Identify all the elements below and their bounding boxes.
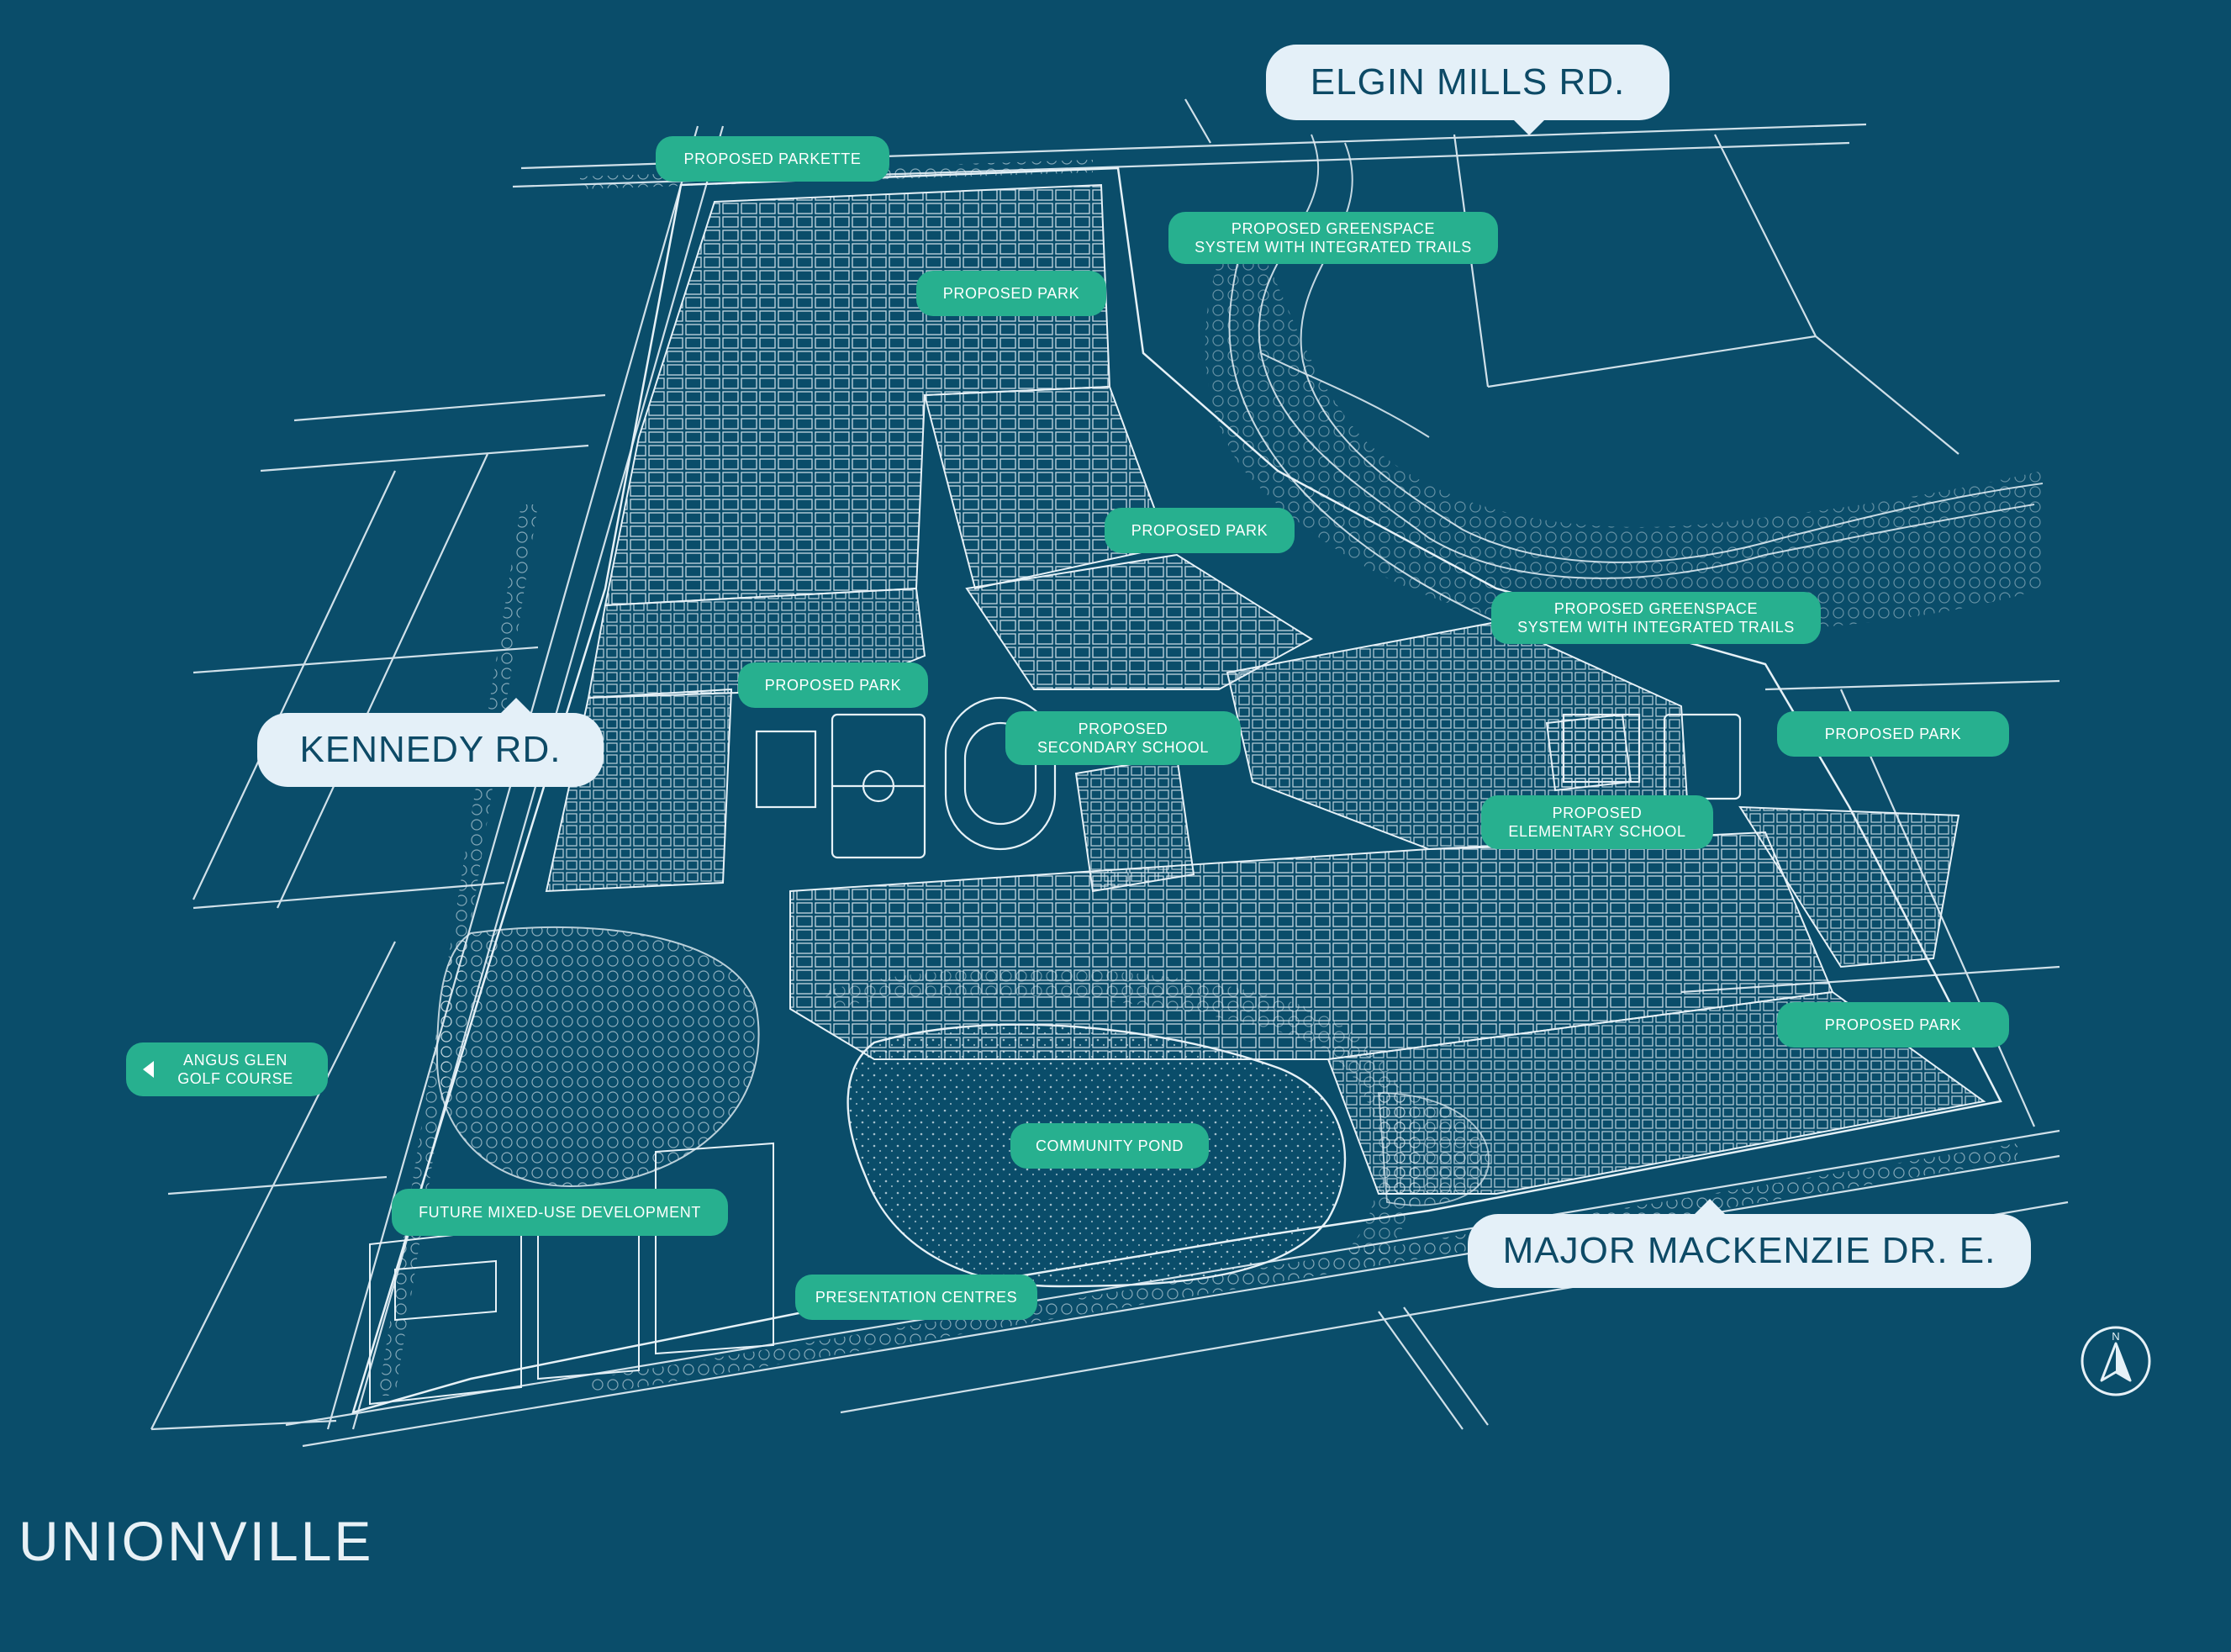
golf-course-label: ANGUS GLEN GOLF COURSE <box>177 1052 293 1087</box>
tag-community-pond: COMMUNITY POND <box>1010 1123 1209 1169</box>
tag-proposed-park-east: PROPOSED PARK <box>1777 711 2009 757</box>
tag-proposed-park-southeast: PROPOSED PARK <box>1777 1002 2009 1048</box>
compass-letter: N <box>2112 1330 2119 1343</box>
tag-proposed-park-west: PROPOSED PARK <box>738 662 928 708</box>
tag-proposed-greenspace-east: PROPOSED GREENSPACE SYSTEM WITH INTEGRAT… <box>1491 592 1821 644</box>
school-buildings <box>1074 713 1632 893</box>
triangle-left-icon <box>143 1061 154 1078</box>
tag-proposed-elementary-school: PROPOSED ELEMENTARY SCHOOL <box>1481 795 1713 849</box>
road-label-pointer <box>501 698 531 713</box>
tag-angus-glen-golf-course: ANGUS GLEN GOLF COURSE <box>126 1042 328 1096</box>
tag-proposed-park-center: PROPOSED PARK <box>1105 508 1295 553</box>
pond-surround-trees <box>824 969 1418 1261</box>
tag-proposed-greenspace-north: PROPOSED GREENSPACE SYSTEM WITH INTEGRAT… <box>1168 212 1498 264</box>
housing-blocks-central <box>789 553 1986 1195</box>
road-label-kennedy-text: KENNEDY RD. <box>299 729 562 770</box>
greenspace-wooded-area <box>1205 219 2043 633</box>
tag-future-mixed-use-development: FUTURE MIXED-USE DEVELOPMENT <box>392 1189 728 1236</box>
road-label-pointer <box>1514 120 1544 135</box>
tag-proposed-park-north: PROPOSED PARK <box>916 271 1106 316</box>
north-arrow-compass-icon: N <box>2081 1326 2151 1396</box>
road-label-major-mackenzie-text: MAJOR MACKENZIE DR. E. <box>1502 1230 1996 1271</box>
tag-proposed-secondary-school: PROPOSED SECONDARY SCHOOL <box>1005 711 1241 765</box>
southeast-pond <box>1378 1092 1490 1206</box>
area-name: UNIONVILLE <box>18 1510 374 1572</box>
road-label-elgin-mills-text: ELGIN MILLS RD. <box>1310 61 1626 103</box>
tag-proposed-parkette: PROPOSED PARKETTE <box>656 136 889 182</box>
road-label-kennedy: KENNEDY RD. <box>257 698 604 787</box>
tag-presentation-centres: PRESENTATION CENTRES <box>795 1275 1037 1320</box>
road-label-pointer <box>1695 1199 1725 1214</box>
road-label-major-mackenzie: MAJOR MACKENZIE DR. E. <box>1468 1199 2031 1288</box>
road-label-elgin-mills: ELGIN MILLS RD. <box>1266 45 1669 135</box>
